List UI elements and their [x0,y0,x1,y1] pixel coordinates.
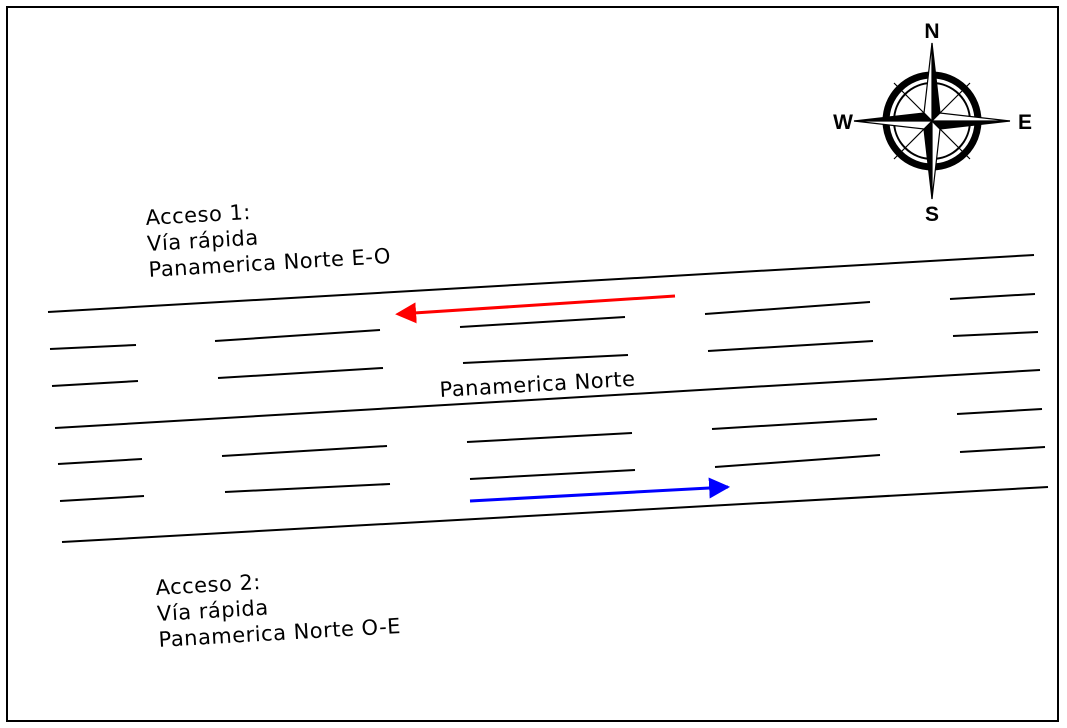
diagram-frame [6,6,1059,722]
access-1-label: Acceso 1: Vía rápida Panamerica Norte E-… [145,200,392,282]
lane-dashes-north-row1 [49,293,1036,350]
compass-north-label: N [924,20,939,43]
access-2-label: Acceso 2: Vía rápida Panamerica Norte O-… [155,570,402,652]
lane-dashes-south-row2 [59,446,1046,502]
road-median-line [54,369,1041,429]
road-edge-north [47,254,1035,313]
access-2-road-type: Vía rápida [156,596,269,626]
compass-south-label: S [925,203,939,226]
compass-east-label: E [1018,111,1032,134]
lane-dashes-north-row2 [51,331,1039,387]
access-1-road-type: Vía rápida [146,226,259,256]
median-road-label: Panamerica Norte [439,367,636,402]
eastbound-direction-arrow [469,477,731,503]
access-2-title: Acceso 2: [155,570,262,600]
compass-rose-icon: N S E W [833,20,1032,226]
compass-west-label: W [833,111,853,134]
westbound-direction-arrow [395,294,676,324]
road-edge-south [61,486,1049,543]
lane-dashes-south-row1 [57,408,1043,465]
access-1-title: Acceso 1: [145,200,252,230]
